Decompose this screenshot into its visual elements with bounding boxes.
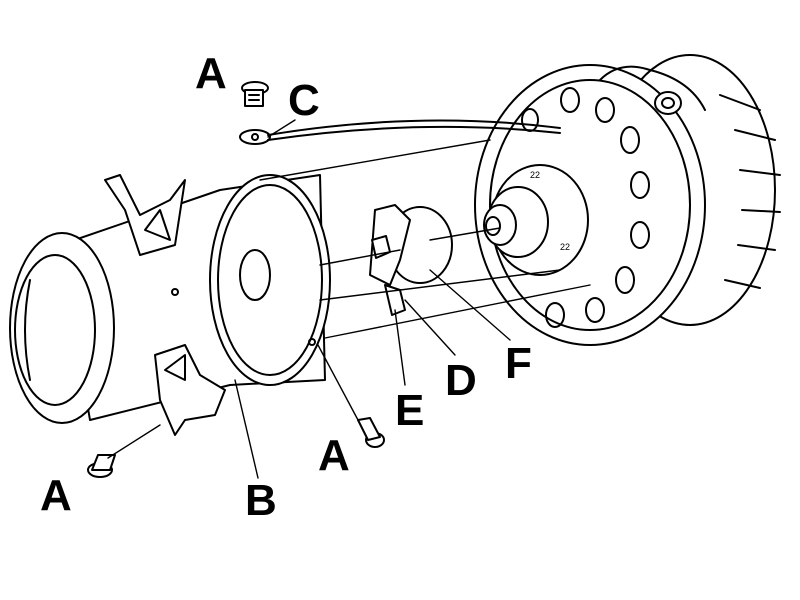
screw-a-bottom-left: [87, 424, 161, 478]
label-b: B: [245, 476, 277, 525]
label-a-bottom-mid: A: [318, 431, 350, 480]
svg-text:22: 22: [530, 170, 540, 180]
wire-c: [239, 119, 561, 145]
label-a-top: A: [195, 49, 227, 98]
alignment-lines: [259, 139, 591, 339]
label-e: E: [395, 386, 424, 435]
inner-part: [369, 204, 453, 316]
flange-holes: [521, 87, 650, 328]
label-d: D: [445, 356, 477, 405]
label-c: C: [288, 76, 320, 125]
label-a-bottom-left: A: [40, 471, 72, 520]
screw-a-top: [241, 81, 269, 107]
leader-lines: [234, 119, 511, 479]
svg-text:22: 22: [560, 242, 570, 252]
flange-housing: 22 22: [474, 54, 781, 346]
label-f: F: [505, 339, 532, 388]
main-cylinder: [9, 174, 331, 436]
screw-a-bottom-mid: [317, 344, 385, 448]
